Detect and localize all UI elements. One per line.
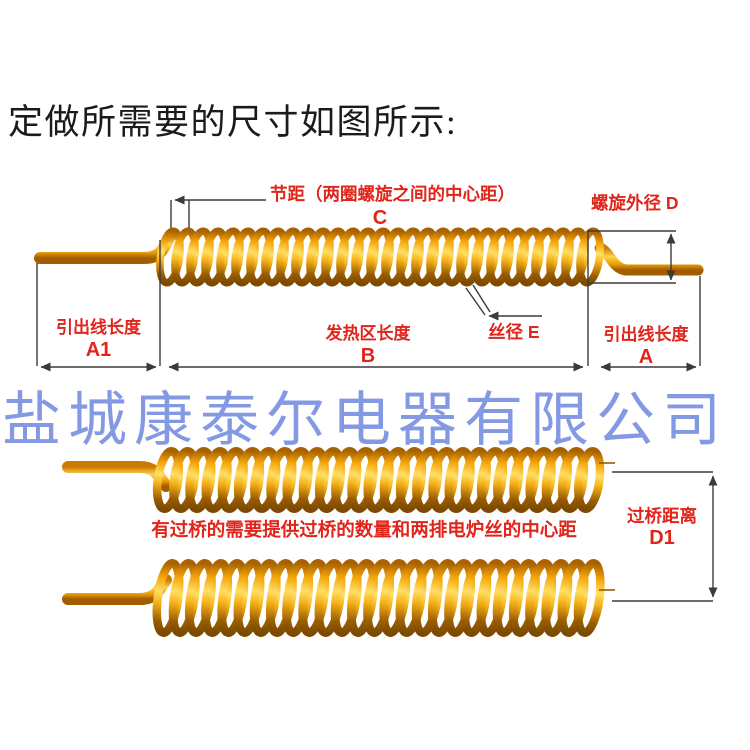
- lead-left-length-label: 引出线长度 A1: [36, 318, 161, 361]
- bridge-distance-letter: D1: [649, 527, 675, 550]
- lead-left-letter: A1: [85, 338, 112, 361]
- d1-extension-lines: [612, 471, 713, 602]
- pitch-tick-marks: [170, 200, 190, 228]
- bottom-measurement-lines: [612, 471, 718, 602]
- bridge-distance-text: 过桥距离: [627, 506, 697, 526]
- bridge-distance-label: 过桥距离 D1: [614, 506, 710, 550]
- bridge-note: 有过桥的需要提供过桥的数量和两排电炉丝的中心距: [151, 519, 577, 540]
- page-title: 定做所需要的尺寸如图所示:: [8, 103, 458, 142]
- wire-diameter-label: 丝径 E: [488, 322, 540, 342]
- lead-right-text: 引出线长度: [603, 325, 689, 344]
- pitch-label: 节距（两圈螺旋之间的中心距）: [270, 184, 515, 204]
- lead-right-letter: A: [638, 345, 654, 368]
- bridge-bar: [599, 451, 615, 621]
- wire-diameter-leader-lines: [465, 284, 491, 316]
- company-watermark: 盐城康泰尔电器有限公司: [2, 387, 729, 453]
- bottom-upper-coil: [152, 446, 605, 514]
- pitch-letter: C: [372, 207, 388, 229]
- bottom-lower-coil: [152, 559, 605, 637]
- outer-diameter-label: 螺旋外径 D: [591, 193, 679, 213]
- top-measurement-lines: [36, 195, 701, 372]
- top-heating-coil: [156, 227, 604, 287]
- heating-zone-length-label: 发热区长度 B: [297, 324, 439, 367]
- heating-zone-text: 发热区长度: [325, 324, 411, 343]
- lead-right-length-label: 引出线长度 A: [596, 325, 696, 368]
- heating-zone-letter: B: [360, 344, 376, 367]
- lead-left-text: 引出线长度: [56, 318, 141, 337]
- outer-diameter-bracket: [588, 230, 676, 284]
